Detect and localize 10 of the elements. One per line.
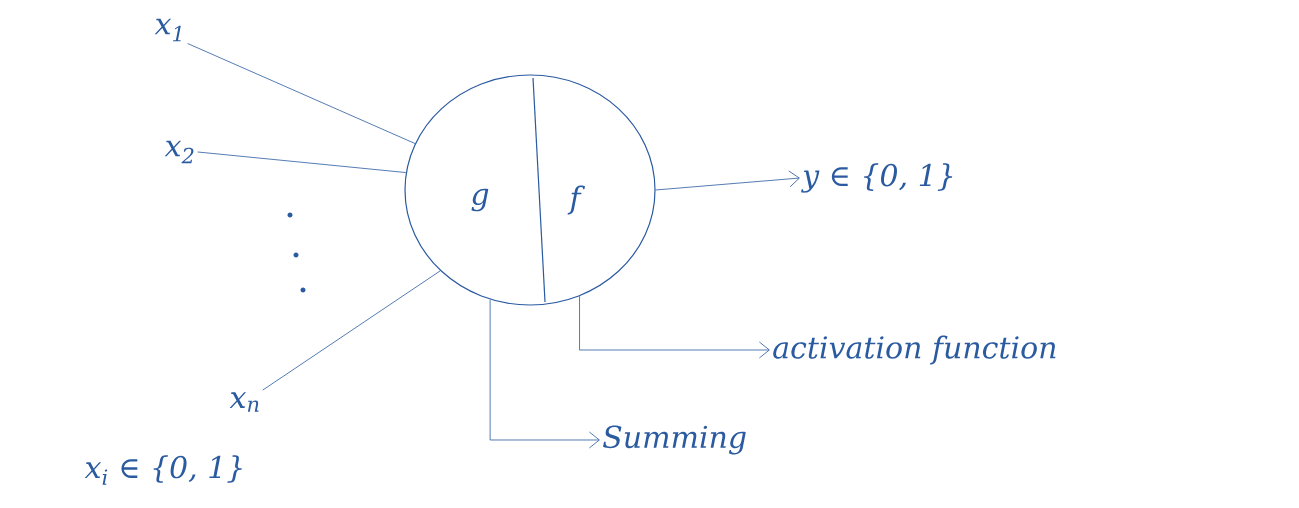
node-label: x$_{1}$ <box>154 18 181 42</box>
node-label: x$_{2}$ <box>164 140 194 164</box>
arrow <box>579 295 770 359</box>
node-label: Summing <box>603 425 746 455</box>
node-label: x$_{n}$ <box>229 392 259 412</box>
arrow <box>489 299 600 449</box>
node-label: y ∈ {0, 1} <box>801 163 953 193</box>
arrow <box>655 170 800 191</box>
node-label: activation function <box>773 335 1056 365</box>
input-range-label: x$_{i}$ ∈ {0, 1} <box>84 455 242 485</box>
